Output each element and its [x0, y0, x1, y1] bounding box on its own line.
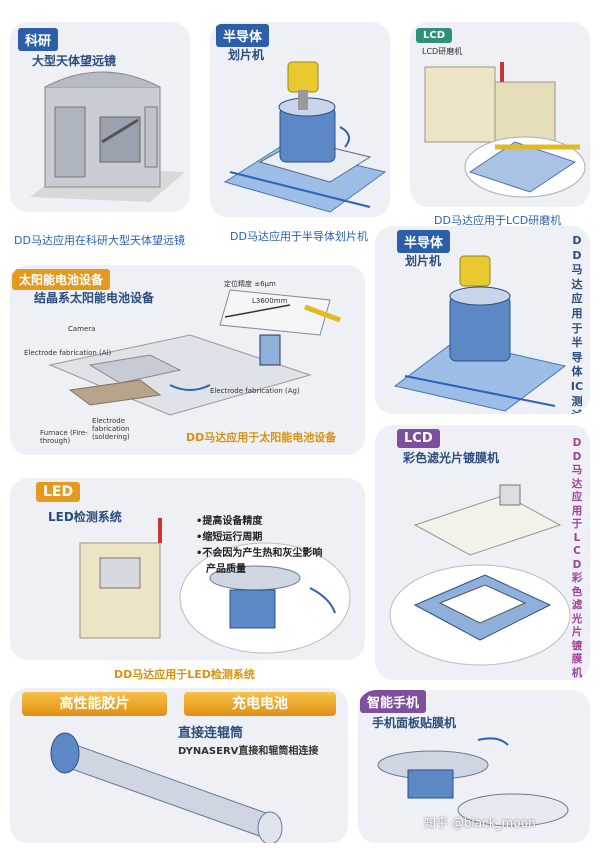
phone-title: 手机面板贴膜机 — [372, 716, 457, 730]
led-bullet-4: 产品质量 — [206, 564, 246, 575]
led-bullet-list: •提高设备精度 •缩短运行周期 •不会因为产生热和灰尘影响 产品质量 — [196, 514, 322, 578]
semi-dicing-title: 划片机 — [228, 48, 265, 62]
solar-panel: 太阳能电池设备 结晶系太阳能电池设备 定位精度 ±6μm L3600mm Cam… — [10, 265, 365, 455]
solar-electrode-al-label: Electrode fabrication (Al) — [24, 349, 112, 357]
film-panel: 高性能胶片 充电电池 直接连辊筒 DYNASERV直接和辊筒相连接 — [10, 688, 348, 843]
lcd-grind-tag: LCD — [416, 28, 453, 43]
roller-illustration — [50, 732, 283, 843]
semi-dicing-caption: DD马达应用于半导体划片机 — [230, 230, 368, 243]
phone-tag: 智能手机 — [360, 690, 427, 713]
film-subtitle: DYNASERV直接和辊筒相连接 — [178, 746, 319, 757]
telescope-tag: 科研 — [18, 28, 59, 51]
solar-tag: 太阳能电池设备 — [12, 269, 111, 290]
ic-test-tag: 半导体 — [397, 230, 451, 253]
telescope-panel: 科研 大型天体望远镜 — [10, 22, 190, 212]
lcd-grind-title: LCD研磨机 — [422, 47, 463, 56]
film-title: 直接连辊筒 — [178, 726, 244, 741]
solar-camera-label: Camera — [68, 325, 96, 333]
lcd-grind-panel: LCD LCD研磨机 — [410, 22, 590, 207]
phone-laminator-illustration — [377, 737, 569, 827]
led-tag: LED — [36, 482, 81, 502]
semi-dicing-tag: 半导体 — [216, 24, 270, 47]
solar-caption: DD马达应用于太阳能电池设备 — [186, 431, 337, 444]
phone-panel: 智能手机 手机面板贴膜机 知乎 @black_moon — [358, 690, 590, 843]
lcd-grinder-illustration — [424, 62, 586, 198]
ic-test-panel: 半导体 划片机 DD马达应用于半导体IC测试机 — [375, 226, 590, 414]
led-caption: DD马达应用于LED检测系统 — [114, 668, 255, 681]
led-inspection-illustration — [79, 518, 351, 654]
ic-test-illustration — [393, 255, 567, 412]
film-banner-left: 高性能胶片 — [22, 692, 167, 716]
watermark: 知乎 @black_moon — [424, 816, 536, 830]
solar-line-illustration — [48, 289, 341, 416]
solar-electrode-ag-label: Electrode fabrication (Ag) — [210, 387, 300, 395]
solar-length-label: L3600mm — [252, 297, 288, 305]
led-panel: LED LED检测系统 •提高设备精度 •缩短运行周期 •不会因为产生热和灰尘影… — [10, 478, 365, 660]
telescope-illustration — [30, 71, 185, 202]
semi-dicing-panel: 半导体 划片机 — [210, 22, 390, 217]
lcd-grind-caption: DD马达应用于LCD研磨机 — [434, 214, 562, 227]
ic-test-vertical-caption: DD马达应用于半导体IC测试机 — [570, 234, 584, 414]
solar-electrode-soldering-label: Electrode fabrication (soldering) — [92, 417, 130, 441]
film-banner-right: 充电电池 — [184, 692, 336, 716]
led-bullet-2: •缩短运行周期 — [196, 532, 263, 543]
dicing-machine-illustration — [223, 61, 387, 213]
solar-title: 结晶系太阳能电池设备 — [34, 291, 155, 305]
solar-furnace-label: Furnace (Fire-through) — [40, 429, 88, 445]
lcd-film-panel: LCD 彩色滤光片镀膜机 DD马达应用于LCD彩色滤光片镀膜机 — [375, 425, 590, 680]
ic-test-title: 划片机 — [405, 254, 442, 268]
led-bullet-3: •不会因为产生热和灰尘影响 — [196, 548, 323, 559]
lcd-film-tag: LCD — [397, 429, 440, 448]
lcd-film-vertical-caption: DD马达应用于LCD彩色滤光片镀膜机 — [571, 437, 583, 679]
lcd-film-illustration — [389, 484, 571, 666]
lcd-film-title: 彩色滤光片镀膜机 — [403, 451, 500, 465]
telescope-caption: DD马达应用在科研大型天体望远镜 — [14, 234, 185, 247]
solar-precision-label: 定位精度 ±6μm — [224, 280, 276, 288]
led-title: LED检测系统 — [48, 510, 122, 524]
led-bullet-1: •提高设备精度 — [196, 516, 263, 527]
telescope-title: 大型天体望远镜 — [32, 54, 117, 68]
